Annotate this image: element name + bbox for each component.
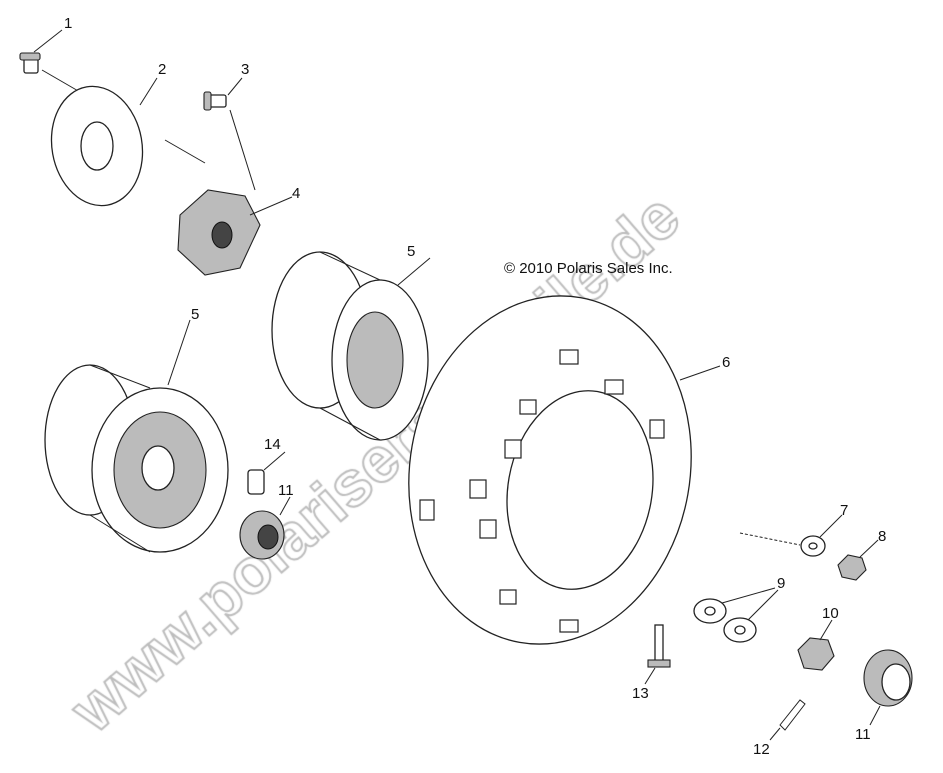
part-13-stud <box>644 624 671 685</box>
part-6-tire <box>408 295 721 645</box>
callout-5-rear: 5 <box>407 243 415 260</box>
callout-5-front: 5 <box>191 306 199 323</box>
part-12-cotter-pin <box>769 699 806 741</box>
callout-11-bearing: 11 <box>278 482 294 499</box>
part-10-nut <box>797 619 835 671</box>
part-5-rim-front <box>44 319 229 553</box>
part-14-stud <box>247 451 286 495</box>
callout-8: 8 <box>878 528 886 545</box>
callout-7: 7 <box>840 502 848 519</box>
copyright-text: © 2010 Polaris Sales Inc. <box>504 260 673 277</box>
part-5-rim-rear <box>271 251 431 441</box>
callout-1: 1 <box>64 15 72 32</box>
callout-14: 14 <box>264 436 281 453</box>
part-2-brake-disc <box>50 77 206 207</box>
callout-11-cap: 11 <box>855 726 871 743</box>
part-7-washer <box>739 514 843 557</box>
callout-13: 13 <box>632 685 649 702</box>
part-11-hub-cap <box>863 649 913 726</box>
callout-10: 10 <box>822 605 839 622</box>
part-9-washers <box>693 587 779 643</box>
callout-3: 3 <box>241 61 249 78</box>
part-4-hub <box>177 189 293 276</box>
callout-6: 6 <box>722 354 730 371</box>
part-1-bolt <box>19 29 81 93</box>
callout-12: 12 <box>753 741 770 758</box>
part-11-bearing <box>239 496 291 560</box>
part-3-bolt <box>203 77 256 191</box>
part-8-nut <box>837 539 879 581</box>
callout-2: 2 <box>158 61 166 78</box>
callout-9: 9 <box>777 575 785 592</box>
callout-4: 4 <box>292 185 300 202</box>
